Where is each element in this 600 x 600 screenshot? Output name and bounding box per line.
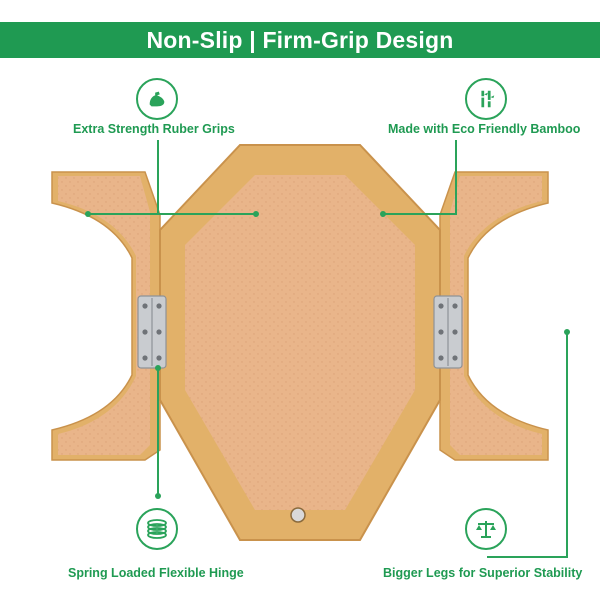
leader-bottom-right-vertical — [566, 332, 568, 558]
leader-dot — [380, 211, 386, 217]
right-hinge — [433, 295, 463, 369]
flexed-arm-icon — [136, 78, 178, 120]
leader-top-right-vertical — [455, 140, 457, 214]
leader-top-right-horizontal — [383, 213, 457, 215]
feature-label-hinge: Spring Loaded Flexible Hinge — [68, 566, 244, 580]
leader-top-left-horizontal — [88, 213, 256, 215]
banner-title: Non-Slip | Firm-Grip Design — [146, 26, 454, 53]
hang-hole — [290, 507, 306, 523]
left-hinge — [137, 295, 167, 369]
right-leg — [439, 171, 549, 461]
feature-label-stability: Bigger Legs for Superior Stability — [383, 566, 583, 580]
stool-top — [159, 144, 441, 541]
leader-bottom-right-horizontal — [487, 556, 568, 558]
feature-label-grips: Extra Strength Ruber Grips — [73, 122, 235, 136]
leader-dot — [253, 211, 259, 217]
header-banner: Non-Slip | Firm-Grip Design — [0, 22, 600, 58]
leader-dot — [155, 493, 161, 499]
leader-top-left-vertical — [157, 140, 159, 214]
balance-scale-icon — [465, 508, 507, 550]
leader-bottom-left-vertical — [157, 368, 159, 496]
spring-coil-icon — [136, 508, 178, 550]
leader-dot — [564, 329, 570, 335]
leader-dot — [155, 365, 161, 371]
feature-label-bamboo: Made with Eco Friendly Bamboo — [388, 122, 581, 136]
leader-dot — [85, 211, 91, 217]
bamboo-icon — [465, 78, 507, 120]
